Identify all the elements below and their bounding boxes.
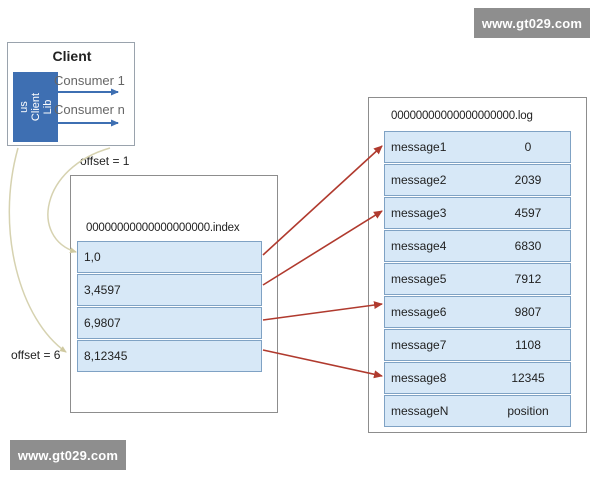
log-row-message: message2: [391, 173, 447, 187]
log-row-message: message1: [391, 140, 447, 154]
index-arrow-1: [262, 145, 383, 256]
index-file-name: 00000000000000000000.index: [86, 222, 240, 234]
log-row-offset: 1108: [515, 338, 541, 352]
log-row-message: message6: [391, 305, 447, 319]
log-row-message: message5: [391, 272, 447, 286]
offset-6-curve: [8, 147, 67, 353]
log-row-offset: 2039: [514, 173, 542, 187]
index-arrow-6: [262, 301, 383, 321]
consumer-n-label: Consumer n: [54, 102, 125, 117]
log-row: message3 4597: [384, 197, 571, 229]
index-entry: 1,0: [77, 241, 262, 273]
watermark-bottom: www.gt029.com: [10, 440, 126, 470]
log-row-offset: position: [507, 404, 549, 418]
log-row-offset: 4597: [514, 206, 542, 220]
log-row-offset: 0: [524, 140, 532, 154]
log-row: message7 1108: [384, 329, 571, 361]
log-file-name: 00000000000000000000.log: [391, 110, 533, 122]
consumer-1-label: Consumer 1: [54, 73, 125, 88]
log-row: message5 7912: [384, 263, 571, 295]
log-row: message4 6830: [384, 230, 571, 262]
offset-1-curve: [47, 147, 111, 254]
log-row: message8 12345: [384, 362, 571, 394]
log-row-message: messageN: [391, 404, 449, 418]
offset-label-6: offset = 6: [11, 348, 61, 362]
index-arrow-8: [262, 349, 383, 379]
log-row-message: message4: [391, 239, 447, 253]
log-row-offset: 12345: [511, 371, 545, 385]
log-row: messageN position: [384, 395, 571, 427]
log-row-message: message7: [391, 338, 447, 352]
log-row-offset: 9807: [514, 305, 542, 319]
index-arrow-3: [262, 210, 383, 286]
index-entry: 3,4597: [77, 274, 262, 306]
index-entry: 6,9807: [77, 307, 262, 339]
client-lib-block: us Client Lib: [13, 72, 58, 142]
watermark-top: www.gt029.com: [474, 8, 590, 38]
log-row: message6 9807: [384, 296, 571, 328]
index-entry: 8,12345: [77, 340, 262, 372]
offset-label-1: offset = 1: [80, 154, 130, 168]
client-title: Client: [52, 48, 92, 64]
log-row-offset: 7912: [514, 272, 542, 286]
log-row: message2 2039: [384, 164, 571, 196]
log-row: message1 0: [384, 131, 571, 163]
log-row-offset: 6830: [514, 239, 542, 253]
log-row-message: message8: [391, 371, 447, 385]
log-row-message: message3: [391, 206, 447, 220]
